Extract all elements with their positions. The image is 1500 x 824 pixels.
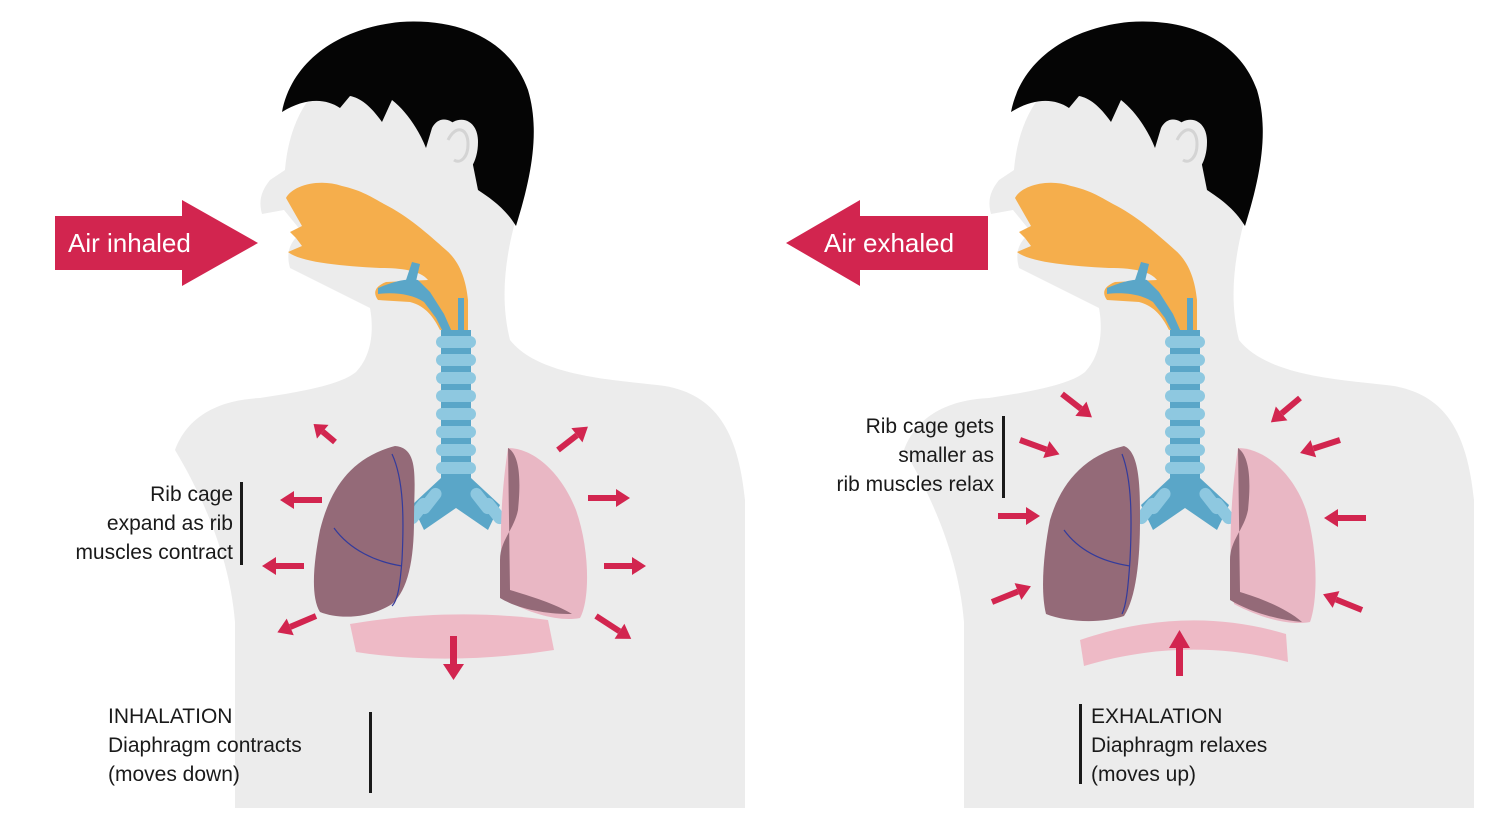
inhalation-diaphragm-note-line-3: (moves down): [108, 763, 240, 786]
diaphragm-up-arrow: [1169, 630, 1190, 676]
exhalation-diaphragm-note-bar: [1079, 704, 1082, 784]
exhalation-rib-note-line-3: rib muscles relax: [836, 473, 994, 496]
exhalation-diaphragm-note-line-3: (moves up): [1091, 763, 1197, 786]
inhalation-left-lung: [313, 446, 415, 617]
inhalation-rib-note-line-3: muscles contract: [75, 541, 233, 564]
exhalation-rib-note: Rib cage gets smaller as rib muscles rel…: [836, 412, 994, 499]
inhalation-rib-note-line-1: Rib cage: [150, 483, 233, 506]
inhalation-rib-note-bar: [240, 482, 243, 565]
inhalation-diaphragm-note: INHALATION Diaphragm contracts (moves do…: [108, 702, 302, 789]
inhalation-phase-title: INHALATION: [108, 705, 233, 728]
air-inhaled-label: Air inhaled: [68, 228, 191, 258]
air-exhaled-arrow: [786, 200, 988, 286]
exhalation-diaphragm-note: EXHALATION Diaphragm relaxes (moves up): [1091, 702, 1267, 789]
exhalation-rib-note-bar: [1002, 416, 1005, 498]
air-inhaled-arrow: [55, 200, 258, 286]
exhalation-right-lung: [1230, 448, 1316, 624]
exhalation-panel: [786, 20, 1476, 810]
inhalation-rib-arrows: [262, 424, 646, 639]
exhalation-phase-title: EXHALATION: [1091, 705, 1223, 728]
exhalation-rib-note-line-1: Rib cage gets: [865, 415, 994, 438]
air-exhaled-label: Air exhaled: [824, 228, 955, 258]
inhalation-diaphragm-note-line-2: Diaphragm contracts: [108, 734, 302, 757]
exhalation-rib-arrows: [990, 391, 1366, 613]
inhalation-diaphragm-note-bar: [369, 712, 372, 793]
exhalation-rib-note-line-2: smaller as: [898, 444, 994, 467]
inhalation-rib-note-line-2: expand as rib: [106, 512, 233, 535]
inhalation-right-lung: [500, 448, 588, 620]
exhalation-diaphragm-note-line-2: Diaphragm relaxes: [1091, 734, 1268, 757]
exhalation-left-lung: [1043, 446, 1140, 622]
inhalation-panel: [55, 20, 747, 810]
diaphragm-down-arrow: [443, 636, 464, 680]
inhalation-rib-note: Rib cage expand as rib muscles contract: [75, 480, 233, 567]
